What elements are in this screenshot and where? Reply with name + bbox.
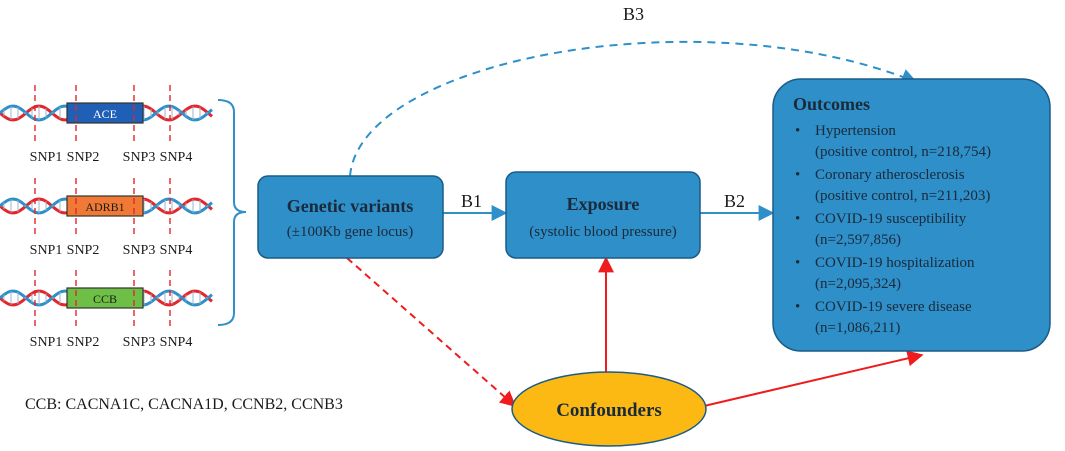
snp-label: SNP3 [123,150,156,165]
path-b3-arrow [349,40,918,177]
outcomes-title: Outcomes [793,94,870,114]
outcomes-box [772,78,1051,352]
snp-label: SNP1 [30,243,63,258]
outcome-name: COVID-19 severe disease [815,299,972,315]
gene-row: CCB SNP1 SNP2 SNP3 SNP4 [0,270,213,350]
confounders-to-outcomes-arrow [703,350,924,407]
gene-bracket [217,99,247,326]
outcome-item: • COVID-19 severe disease (n=1,086,211) [795,299,972,336]
snp-label: SNP3 [123,243,156,258]
path-b2-label: B2 [724,191,745,211]
snp-label: SNP2 [67,243,100,258]
outcome-detail: (n=2,597,856) [815,232,901,248]
confounders-ellipse [511,371,707,447]
snp-label: SNP2 [67,150,100,165]
outcome-name: Coronary atherosclerosis [815,167,965,183]
outcome-item: • Coronary atherosclerosis (positive contr… [795,167,990,204]
snp-label: SNP2 [67,335,100,350]
gene-box [66,287,144,309]
outcome-item: • COVID-19 susceptibility (n=2,597,856) [795,211,967,248]
genetic-variants-box [257,175,444,259]
outcome-detail: (positive control, n=211,203) [815,188,990,204]
genetic-to-confounders-arrow [346,257,517,408]
gene-row: ACE SNP1 SNP2 SNP3 SNP4 [0,85,213,165]
outcome-list: • Hypertension (positive control, n=218,75… [795,123,991,336]
outcome-name: COVID-19 hospitalization [815,255,975,271]
bullet-icon: • [795,211,800,227]
gene-label: CCB [93,292,117,306]
outcome-detail: (n=1,086,211) [815,320,900,336]
genetic-variants-subtitle: (±100Kb gene locus) [287,224,414,240]
gene-box [66,102,144,124]
gene-label: ADRB1 [85,200,124,214]
outcome-detail: (n=2,095,324) [815,276,901,292]
gene-label: ACE [93,107,117,121]
outcome-item: • COVID-19 hospitalization (n=2,095,324) [795,255,975,292]
snp-label: SNP4 [160,150,193,165]
snp-label: SNP1 [30,150,63,165]
path-b3-label: B3 [623,4,644,24]
outcome-name: Hypertension [815,123,896,139]
ccb-note: CCB: CACNA1C, CACNA1D, CCNB2, CCNB3 [25,396,343,413]
snp-label: SNP4 [160,335,193,350]
genetic-variants-title: Genetic variants [287,196,413,216]
snp-label: SNP1 [30,335,63,350]
bullet-icon: • [795,255,800,271]
exposure-box [505,171,701,259]
gene-box [66,195,144,217]
bullet-icon: • [795,123,800,139]
outcome-item: • Hypertension (positive control, n=218,75… [795,123,991,160]
exposure-subtitle: (systolic blood pressure) [529,224,676,240]
snp-label: SNP3 [123,335,156,350]
path-b1-label: B1 [461,191,482,211]
confounders-title: Confounders [556,400,662,421]
bullet-icon: • [795,167,800,183]
exposure-title: Exposure [567,194,640,214]
snp-label: SNP4 [160,243,193,258]
outcome-name: COVID-19 susceptibility [815,211,967,227]
outcome-detail: (positive control, n=218,754) [815,144,991,160]
bullet-icon: • [795,299,800,315]
